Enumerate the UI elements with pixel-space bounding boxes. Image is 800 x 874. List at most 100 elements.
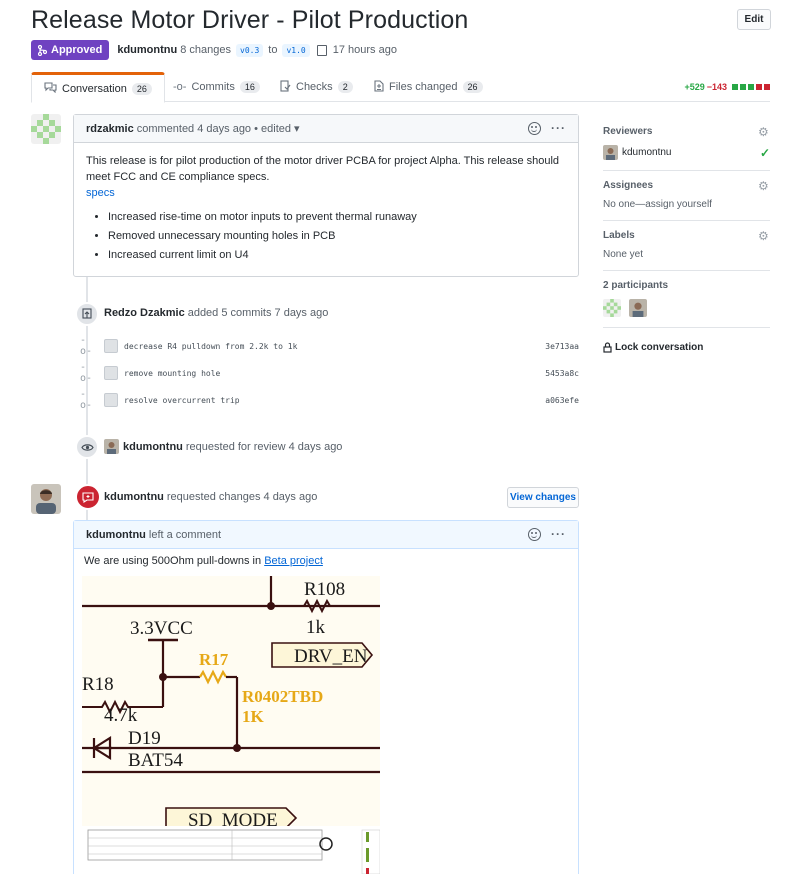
gear-icon[interactable]: ⚙ [758,229,769,243]
diffstat-block [764,84,770,90]
avatar[interactable] [104,439,119,454]
diffstat: +529 −143 [684,82,770,92]
sidebar-reviewers: Reviewers ⚙ kdumontnu ✓ [603,117,770,171]
sidebar-heading[interactable]: Reviewers [603,126,653,137]
schematic-label: BAT54 [128,750,183,771]
commit-message[interactable]: remove mounting hole [124,368,221,378]
from-branch[interactable]: v0.3 [236,43,264,57]
comment-box: rdzakmic commented 4 days ago • edited ▾… [73,114,579,277]
diffstat-block [756,84,762,90]
commit-row[interactable]: -o- decrease R4 pulldown from 2.2k to 1k… [80,335,579,357]
event-author[interactable]: kdumontnu [104,491,164,503]
edited-dropdown[interactable]: • edited ▾ [254,123,300,135]
changes-request-event: kdumontnu requested changes 4 days ago [104,491,317,503]
tab-label: Files changed [389,81,458,93]
status-badge: Approved [31,40,110,60]
commit-sha[interactable]: a063efe [545,395,579,405]
schematic-label: R18 [82,674,114,695]
review-request-event: kdumontnu requested for review 4 days ag… [104,439,342,454]
lock-icon [603,342,612,353]
tab-files-changed[interactable]: Files changed 26 [362,72,495,102]
schematic-label: 1k [306,617,326,638]
repo-push-icon [75,302,99,326]
commit-icon: -o- [79,389,93,411]
beta-project-link[interactable]: Beta project [264,555,323,567]
commit-sha[interactable]: 5453a8c [545,368,579,378]
avatar[interactable] [629,299,647,317]
commit-sha[interactable]: 3e713aa [545,341,579,351]
sidebar: Reviewers ⚙ kdumontnu ✓ Assignees ⚙ No o… [603,117,770,353]
comment-author[interactable]: rdzakmic [86,122,134,135]
author-link[interactable]: kdumontnu [117,44,178,56]
commit-avatar [104,339,118,353]
commit-row[interactable]: -o- resolve overcurrent trip a063efe [79,389,579,411]
sidebar-heading[interactable]: Assignees [603,180,654,191]
kebab-icon[interactable]: ··· [551,121,566,135]
event-text: requested for review 4 days ago [185,440,343,453]
sidebar-labels: Labels ⚙ None yet [603,221,770,271]
commit-row[interactable]: -o- remove mounting hole 5453a8c [80,362,579,384]
diffstat-block [732,84,738,90]
schematic-label: DRV_EN [294,646,368,667]
tab-conversation[interactable]: Conversation 26 [31,72,165,103]
commit-message[interactable]: resolve overcurrent trip [124,395,240,405]
reaction-icon[interactable] [528,527,541,541]
schematic-image: R108 1k 3.3VCC DRV_EN R17 R0402TBD 1K R1… [82,576,380,874]
lock-conversation-link[interactable]: Lock conversation [603,342,770,353]
participant-list [603,299,770,317]
avatar[interactable] [31,114,61,144]
avatar[interactable] [603,299,621,317]
reviewer-name[interactable]: kdumontnu [622,147,672,158]
commit-icon: -o- [173,81,187,93]
commit-message[interactable]: decrease R4 pulldown from 2.2k to 1k [124,341,298,351]
schematic-label: R108 [304,579,345,600]
checklist-icon [280,79,291,95]
avatar[interactable] [603,145,618,160]
list-item: Increased current limit on U4 [108,247,566,263]
comment-body: This release is for pilot production of … [74,143,578,276]
list-item: Removed unnecessary mounting holes in PC… [108,228,566,244]
tab-counter: 2 [337,81,353,93]
change-count: 8 changes [180,44,231,56]
page-title: Release Motor Driver - Pilot Production [31,6,469,34]
view-changes-button[interactable]: View changes [507,487,579,508]
gear-icon[interactable]: ⚙ [758,179,769,193]
comment-action: commented 4 days ago [136,122,252,135]
gear-icon[interactable]: ⚙ [758,125,769,139]
schematic-label: 4.7k [104,705,138,726]
schematic-label: R17 [199,650,229,669]
status-text: Approved [51,44,103,56]
tab-label: Commits [191,81,235,93]
event-author[interactable]: kdumontnu [123,440,183,453]
to-branch[interactable]: v1.0 [282,43,310,57]
file-diff-icon [374,79,384,95]
tab-label: Conversation [62,82,127,95]
sidebar-assignees: Assignees ⚙ No one—assign yourself [603,171,770,221]
edit-button[interactable]: Edit [737,9,771,30]
comment-text: We are using 500Ohm pull-downs in [84,555,262,567]
assignees-value[interactable]: No one—assign yourself [603,199,712,210]
comment-author[interactable]: kdumontnu [86,528,146,541]
schematic-label: R0402TBD [242,687,323,706]
kebab-icon[interactable]: ··· [551,527,566,541]
lock-label: Lock conversation [615,342,704,353]
pr-time: 17 hours ago [332,44,397,56]
clipboard-icon[interactable] [316,44,327,56]
specs-link[interactable]: specs [86,187,115,199]
event-author[interactable]: Redzo Dzakmic [104,307,185,319]
sidebar-participants: 2 participants [603,271,770,328]
reaction-icon[interactable] [528,121,541,135]
tab-counter: 26 [131,82,152,95]
sidebar-heading[interactable]: Labels [603,230,635,241]
commit-avatar [104,393,118,407]
tab-commits[interactable]: -o- Commits 16 [161,72,272,102]
avatar[interactable] [31,484,61,514]
tab-label: Checks [296,81,333,93]
tab-checks[interactable]: Checks 2 [268,72,365,102]
pr-meta: Approved kdumontnu 8 changes v0.3 to v1.… [31,40,397,60]
tab-counter: 26 [462,81,483,93]
sidebar-heading: 2 participants [603,280,669,291]
schematic-label: 3.3VCC [130,618,193,639]
eye-icon [75,435,99,459]
comment-action: left a comment [148,528,222,541]
